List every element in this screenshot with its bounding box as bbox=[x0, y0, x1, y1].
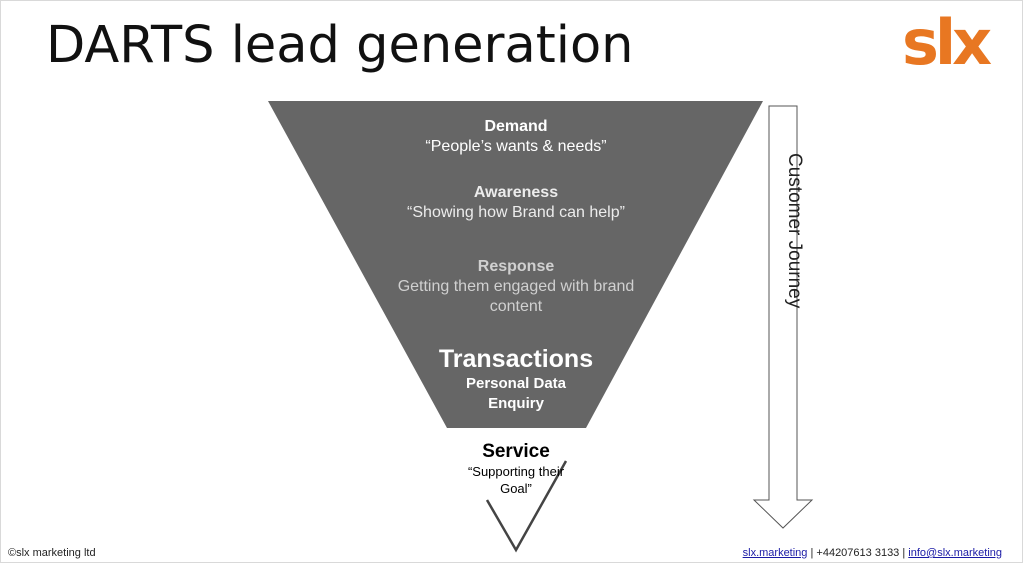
service-triangle-edge bbox=[485, 460, 568, 553]
stage-heading: Awareness bbox=[473, 184, 559, 201]
service-triangle bbox=[486, 455, 566, 550]
stage-description: “Showing how Brand can help” bbox=[407, 204, 625, 221]
footer-separator: | bbox=[807, 547, 817, 559]
stage-line-enquiry: Enquiry bbox=[488, 395, 544, 412]
stage-description: “People’s wants & needs” bbox=[425, 138, 607, 155]
stage-heading: Transactions bbox=[438, 345, 594, 373]
email-link[interactable]: info@slx.marketing bbox=[908, 547, 1002, 559]
stage-heading: Response bbox=[477, 258, 555, 275]
stage-description: Getting them engaged with brand content bbox=[397, 278, 635, 315]
stage-heading: Demand bbox=[484, 118, 548, 135]
customer-journey-arrow bbox=[752, 105, 814, 529]
footer-copyright: ©slx marketing ltd bbox=[8, 547, 96, 559]
stage-transactions: Transactions Personal Data Enquiry bbox=[366, 344, 666, 414]
funnel-trapezoid bbox=[268, 101, 763, 428]
website-link[interactable]: slx.marketing bbox=[742, 547, 808, 559]
slx-logo: slx bbox=[902, 6, 992, 79]
phone-number: +44207613 3133 bbox=[816, 547, 900, 559]
footer-contact: slx.marketing | +44207613 3133 | info@sl… bbox=[743, 547, 1002, 559]
stage-line-personal-data: Personal Data bbox=[465, 375, 567, 392]
stage-description: “Supporting their Goal” bbox=[467, 464, 565, 496]
customer-journey-label: Customer Journey bbox=[784, 153, 805, 309]
footer-separator: | bbox=[899, 547, 909, 559]
stage-demand: Demand “People’s wants & needs” bbox=[366, 117, 666, 157]
stage-service: Service “Supporting their Goal” bbox=[366, 441, 666, 497]
slide-title: DARTS lead generation bbox=[46, 16, 634, 75]
stage-heading: Service bbox=[482, 441, 550, 462]
stage-response: Response Getting them engaged with brand… bbox=[366, 257, 666, 317]
stage-awareness: Awareness “Showing how Brand can help” bbox=[366, 183, 666, 223]
